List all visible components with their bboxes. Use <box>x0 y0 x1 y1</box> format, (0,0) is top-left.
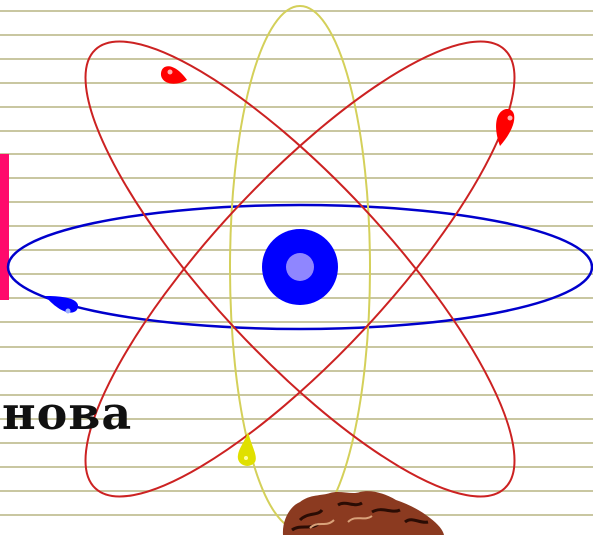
nucleus-highlight <box>286 253 314 281</box>
electron-red-top <box>161 66 187 83</box>
portrait-icon <box>283 491 444 535</box>
electron-highlight <box>168 70 173 75</box>
electron-highlight <box>508 116 513 121</box>
electron-highlight <box>244 456 248 460</box>
electron-red-right <box>496 109 514 146</box>
electron-blue <box>45 296 78 313</box>
electron-yellow <box>238 432 256 466</box>
electron-highlight <box>66 309 71 314</box>
slide-text-fragment: нова <box>2 385 132 441</box>
